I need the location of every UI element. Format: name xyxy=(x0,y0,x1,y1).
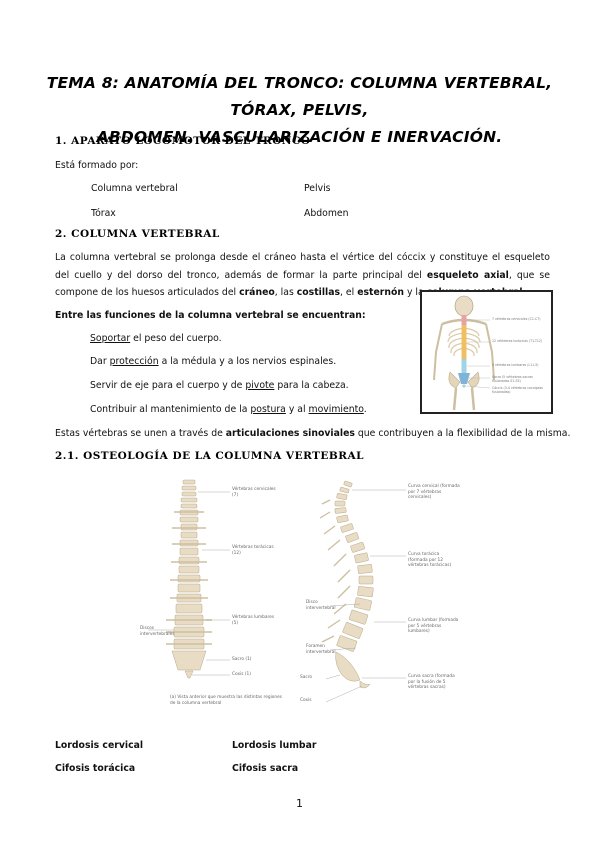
list-item-abdomen: Abdomen xyxy=(304,208,349,219)
label-cervical-curve: Curva cervical (formada por 7 vértebras … xyxy=(408,484,460,500)
skeleton-label-coccyx: Cóccix (3-4 vértebras coccígeas fusionad… xyxy=(492,386,543,394)
title-line-1: TEMA 8: ANATOMÍA DEL TRONCO: COLUMNA VER… xyxy=(46,74,553,119)
function-item-3: Servir de eje para el cuerpo y de pivote… xyxy=(90,380,349,391)
function-item-2: Dar protección a la médula y a los nervi… xyxy=(90,356,337,367)
page-title: TEMA 8: ANATOMÍA DEL TRONCO: COLUMNA VER… xyxy=(40,70,559,151)
label-intervertebral-foramen: Foramen intervertebral xyxy=(306,644,336,655)
skeleton-label-lumbar: 5 vértebras lumbares (L1-L5) xyxy=(492,363,539,367)
curve-cifosis-sacra: Cifosis sacra xyxy=(232,763,299,774)
section-2-paragraph-2: Estas vértebras se unen a través de arti… xyxy=(55,428,571,439)
section-1-intro: Está formado por: xyxy=(55,160,139,171)
section-2-heading: 2. COLUMNA VERTEBRAL xyxy=(55,228,220,240)
skeleton-label-sacrum: Sacro (5 vértebras sacras fusionadas S1-… xyxy=(492,375,533,383)
function-item-4: Contribuir al mantenimiento de la postur… xyxy=(90,404,367,415)
label-thoracic-vertebrae: Vértebras torácicas (12) xyxy=(232,545,274,556)
functions-intro: Entre las funciones de la columna verteb… xyxy=(55,310,366,321)
spine-figure: Vértebras cervicales (7) Vértebras torác… xyxy=(130,470,460,715)
skeleton-label-thoracic: 12 vértebras torácicas (T1-T12) xyxy=(492,339,543,343)
label-cervical-vertebrae: Vértebras cervicales (7) xyxy=(232,487,276,498)
label-lumbar-vertebrae: Vértebras lumbares (5) xyxy=(232,615,275,626)
label-sacral-curve: Curva sacra (formada por la fusión de 5 … xyxy=(408,674,455,690)
section-1-heading: 1. APARATO LOCOMOTOR DEL TRONCO xyxy=(55,135,311,147)
list-item-pelvis: Pelvis xyxy=(304,183,331,194)
curve-lordosis-cervical: Lordosis cervical xyxy=(55,740,144,751)
label-thoracic-curve: Curva torácica (formada por 12 vértebras… xyxy=(408,552,452,568)
label-lateral-sacrum: Sacro xyxy=(300,675,313,680)
label-lumbar-curve: Curva lumbar (formada por 5 vértebras lu… xyxy=(408,618,459,634)
label-sacrum: Sacro (1) xyxy=(232,657,252,662)
label-intervertebral-disc: Disco intervertebral xyxy=(306,600,336,611)
page-number: 1 xyxy=(296,797,303,810)
function-item-1: Soportar el peso del cuerpo. xyxy=(90,333,222,344)
label-coccyx: Coxis (1) xyxy=(232,672,251,677)
curve-lordosis-lumbar: Lordosis lumbar xyxy=(232,740,317,751)
spine-illustration xyxy=(148,479,406,703)
section-21-heading: 2.1. OSTEOLOGÍA DE LA COLUMNA VERTEBRAL xyxy=(55,450,365,462)
label-discs: Discos intervertebrales xyxy=(140,626,175,637)
skeleton-figure: 7 vértebras cervicales (C1-C7) 12 vérteb… xyxy=(420,290,553,414)
list-item-columna: Columna vertebral xyxy=(91,183,178,194)
figure-caption: (a) Vista anterior que muestra las disti… xyxy=(170,695,283,706)
list-item-torax: Tórax xyxy=(91,208,116,219)
skeleton-label-cervical: 7 vértebras cervicales (C1-C7) xyxy=(492,317,541,321)
curve-cifosis-toracica: Cifosis torácica xyxy=(55,763,136,774)
title-line-2: ABDOMEN. VASCULARIZACIÓN E INERVACIÓN. xyxy=(96,128,503,146)
skeleton-illustration xyxy=(433,295,495,411)
label-lateral-coccyx: Coxis xyxy=(300,698,312,703)
